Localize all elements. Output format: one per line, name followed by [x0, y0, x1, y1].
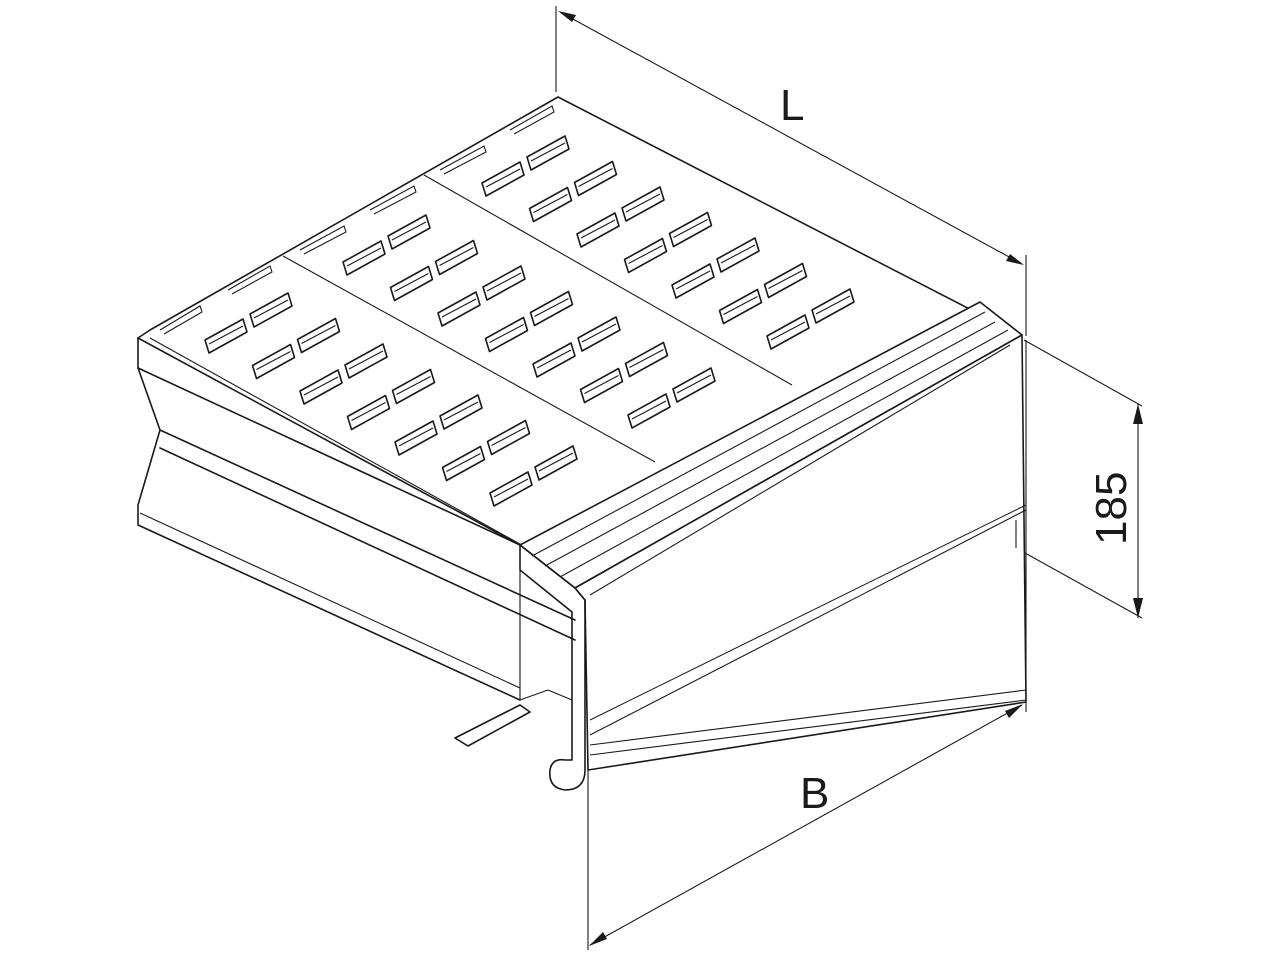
slot-edge: [675, 270, 711, 290]
slot: [391, 368, 436, 405]
slot: [434, 239, 479, 276]
slot: [389, 265, 434, 302]
slot-edge: [301, 325, 336, 344]
slot-edge: [534, 298, 569, 317]
slot: [579, 367, 624, 404]
slot-edge: [815, 295, 851, 315]
slot-edge: [629, 349, 664, 368]
slot-edge: [391, 221, 427, 241]
slot: [437, 291, 481, 327]
slot-edge: [256, 351, 291, 370]
slot: [573, 160, 618, 197]
slot: [526, 135, 570, 171]
slot: [296, 317, 341, 354]
slot-edge: [396, 376, 431, 395]
slot: [249, 292, 293, 328]
slot-edge: [631, 400, 667, 420]
slot: [486, 419, 531, 456]
slot: [534, 445, 578, 481]
slot: [716, 237, 760, 273]
slot: [342, 240, 386, 276]
slot: [621, 186, 665, 222]
slot-edge: [346, 247, 382, 267]
length-label: L: [780, 81, 804, 130]
slot: [577, 316, 621, 352]
slot: [528, 186, 573, 223]
slot-edge: [485, 168, 521, 188]
slot: [394, 420, 438, 456]
slot-edge: [493, 478, 529, 498]
slot-edge: [770, 321, 806, 341]
slot: [489, 471, 533, 507]
slot-edge: [443, 401, 479, 421]
slot-edge: [673, 219, 708, 238]
slot-edge: [348, 350, 384, 370]
slot-edge: [351, 402, 386, 421]
corner-notches: [159, 105, 555, 335]
slot-edge: [723, 296, 758, 315]
slot: [529, 290, 574, 327]
slot: [482, 265, 526, 301]
slot-edge: [580, 219, 616, 239]
width-label: B: [800, 769, 829, 818]
tray-body: [137, 96, 1027, 791]
slot: [439, 394, 483, 430]
slot-edge: [446, 453, 481, 472]
slot-edge: [489, 324, 524, 343]
slot-edge: [439, 247, 474, 266]
slot-edge: [628, 245, 663, 264]
slot: [811, 288, 855, 324]
slot: [441, 445, 486, 482]
slot-edge: [303, 376, 339, 396]
slot: [668, 211, 713, 248]
slot-edge: [208, 325, 244, 345]
slot: [672, 367, 716, 403]
slot: [346, 394, 391, 431]
slot-edge: [720, 244, 756, 264]
slot: [532, 342, 576, 378]
slot: [251, 343, 296, 380]
slot: [763, 262, 808, 299]
slot: [387, 214, 431, 250]
slot: [623, 237, 668, 274]
slot: [576, 212, 620, 248]
slot-edge: [530, 142, 566, 162]
ventilation-slots: [204, 135, 855, 507]
slot: [627, 393, 671, 429]
height-label: 185: [1087, 472, 1136, 545]
slot: [766, 314, 810, 350]
slot-edge: [676, 374, 712, 394]
dimension-length: [555, 6, 1027, 336]
slot-edge: [578, 168, 613, 187]
slot-edge: [491, 427, 526, 446]
slot-edge: [253, 299, 289, 319]
slot: [204, 318, 248, 354]
slot-edge: [486, 272, 522, 292]
slot-edge: [394, 273, 429, 292]
slot-edge: [625, 193, 661, 213]
slot-edge: [533, 194, 568, 213]
slot-edge: [768, 270, 803, 289]
slot-edge: [581, 323, 617, 343]
slot-edge: [536, 349, 572, 369]
slot: [718, 288, 763, 325]
slot-edge: [398, 427, 434, 447]
slot-edge: [441, 298, 477, 318]
slot: [484, 316, 529, 353]
slot: [624, 341, 669, 378]
slot: [481, 161, 525, 197]
slot-edge: [584, 375, 619, 394]
dimension-height: [1015, 339, 1143, 619]
slot: [671, 263, 715, 299]
slot: [344, 343, 388, 379]
slot: [299, 369, 343, 405]
slot-edge: [538, 452, 574, 472]
